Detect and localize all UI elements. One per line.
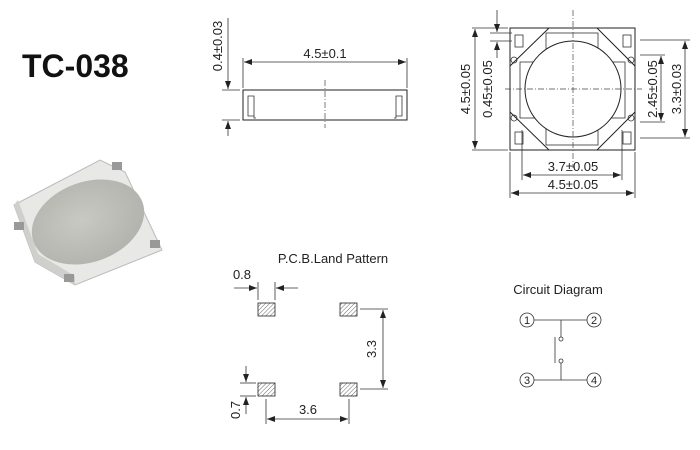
product-photo <box>13 159 163 286</box>
terminal-gap-dim: 0.45±0.05 <box>480 60 495 118</box>
pin-3-circle <box>519 372 535 388</box>
pin-4-label: 4 <box>591 375 597 387</box>
pad-1 <box>257 302 276 317</box>
overall-width-dim: 4.5±0.05 <box>548 177 599 192</box>
pad-4 <box>339 382 358 397</box>
terminal-span-dim: 3.3±0.03 <box>669 64 684 115</box>
pad-3 <box>257 382 276 397</box>
overall-height-dim: 4.5±0.05 <box>458 64 473 115</box>
side-height-dim: 0.4±0.03 <box>210 21 225 72</box>
pcb-land-pattern-title: P.C.B.Land Pattern <box>278 251 388 266</box>
pin-2-label: 2 <box>591 315 597 327</box>
side-width-dim: 4.5±0.1 <box>303 46 346 61</box>
pin-2-circle <box>586 312 602 328</box>
pin-1-circle <box>519 312 535 328</box>
top-view <box>472 10 690 198</box>
pin-4-circle <box>586 372 602 388</box>
pad-width-dim: 0.8 <box>233 267 251 282</box>
pad-height-dim: 0.7 <box>228 401 243 419</box>
circuit-diagram <box>519 312 602 388</box>
inner-width-dim: 3.7±0.05 <box>548 159 599 174</box>
pin-1-label: 1 <box>524 315 530 327</box>
side-view <box>222 18 408 136</box>
product-title: TC-038 <box>22 48 129 84</box>
pcb-land-pattern <box>234 282 388 424</box>
pin-3-label: 3 <box>524 375 530 387</box>
inner-height-dim: 2.45±0.05 <box>645 60 660 118</box>
circuit-diagram-title: Circuit Diagram <box>513 282 603 297</box>
vertical-pitch-dim: 3.3 <box>364 340 379 358</box>
pad-2 <box>339 302 358 317</box>
horizontal-pitch-dim: 3.6 <box>299 402 317 417</box>
